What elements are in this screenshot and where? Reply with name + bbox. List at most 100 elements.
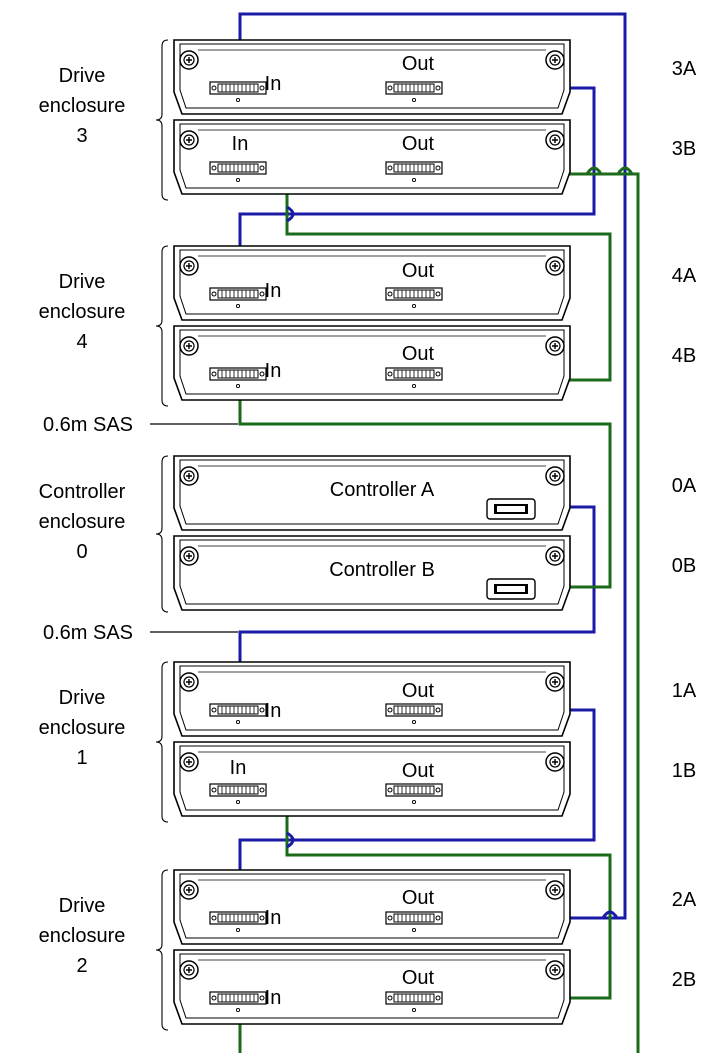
- module-bezel: [179, 873, 565, 939]
- module-chassis: [173, 245, 571, 321]
- port-led-icon: [235, 383, 241, 389]
- thumbscrew-slot-icon: [186, 887, 192, 893]
- thumbscrew-slot-icon: [186, 343, 192, 349]
- module-id-label: 3B: [672, 138, 696, 160]
- port-led-icon: [411, 177, 417, 183]
- module-id-label: 0B: [672, 555, 696, 577]
- thumbscrew-slot-icon: [186, 263, 192, 269]
- sas-port-screw-icon: [387, 707, 393, 713]
- in-port-label: In: [265, 360, 282, 382]
- in-port-label: In: [265, 987, 282, 1009]
- enclosure-module-0a: Controller A: [173, 455, 571, 531]
- group-name-line1: Drive: [59, 65, 106, 87]
- sas-port-screw-icon: [435, 707, 441, 713]
- in-port-label: In: [265, 907, 282, 929]
- sas-port-screw-icon: [435, 787, 441, 793]
- thumbscrew-slot-icon: [552, 473, 558, 479]
- out-port-label: Out: [402, 133, 435, 155]
- module-bezel: [179, 539, 565, 605]
- thumbscrew-slot-icon: [552, 263, 558, 269]
- thumbscrew-slot-icon: [552, 343, 558, 349]
- sas-port-screw-icon: [259, 915, 265, 921]
- module-bezel: [179, 665, 565, 731]
- sas-port-screw-icon: [435, 85, 441, 91]
- group-bracket: [155, 455, 169, 613]
- thumbscrew-slot-icon: [186, 57, 192, 63]
- out-port-label: Out: [402, 887, 435, 909]
- module-id-label: 1B: [672, 760, 696, 782]
- controller-title: Controller B: [329, 559, 435, 581]
- group-name-line1: Drive: [59, 271, 106, 293]
- port-led-icon: [235, 799, 241, 805]
- green-cable-4b-to-ctrl-b: [238, 380, 612, 589]
- group-bracket: [155, 39, 169, 201]
- module-chassis: [173, 661, 571, 737]
- in-port-label: In: [230, 757, 247, 779]
- group-name-line1: Drive: [59, 895, 106, 917]
- host-port-tongue-icon: [497, 586, 525, 592]
- group-number: 4: [76, 331, 87, 353]
- sas-port-screw-icon: [387, 165, 393, 171]
- module-chassis: [173, 949, 571, 1025]
- out-port-label: Out: [402, 680, 435, 702]
- group-name-line2: enclosure: [39, 95, 126, 117]
- thumbscrew-slot-icon: [186, 759, 192, 765]
- sas-port-screw-icon: [387, 915, 393, 921]
- sas-port-screw-icon: [387, 787, 393, 793]
- module-id-label: 1A: [672, 680, 697, 702]
- sas-port-screw-icon: [435, 995, 441, 1001]
- sas-port-screw-icon: [259, 995, 265, 1001]
- enclosure-module-2b: In Out: [173, 949, 571, 1025]
- port-led-icon: [235, 719, 241, 725]
- thumbscrew-slot-icon: [552, 679, 558, 685]
- port-led-icon: [411, 1007, 417, 1013]
- cable-crossing-hop: [601, 910, 619, 919]
- out-port-label: Out: [402, 53, 435, 75]
- out-port-label: Out: [402, 260, 435, 282]
- module-id-label: 4A: [672, 265, 697, 287]
- port-led-icon: [411, 719, 417, 725]
- sas-port-screw-icon: [211, 85, 217, 91]
- port-led-icon: [411, 383, 417, 389]
- module-id-label: 2A: [672, 889, 697, 911]
- module-id-label: 3A: [672, 58, 697, 80]
- module-chassis: [173, 325, 571, 401]
- sas-port-screw-icon: [259, 85, 265, 91]
- module-bezel: [179, 953, 565, 1019]
- out-port-label: Out: [402, 967, 435, 989]
- group-name-line1: Drive: [59, 687, 106, 709]
- port-led-icon: [235, 927, 241, 933]
- module-id-label: 0A: [672, 475, 697, 497]
- cable-length-label: 0.6m SAS: [43, 414, 133, 436]
- sas-port-screw-icon: [259, 707, 265, 713]
- module-bezel: [179, 745, 565, 811]
- module-bezel: [179, 329, 565, 395]
- port-led-icon: [235, 1007, 241, 1013]
- thumbscrew-slot-icon: [552, 553, 558, 559]
- group-bracket: [155, 245, 169, 407]
- thumbscrew-slot-icon: [552, 57, 558, 63]
- thumbscrew-slot-icon: [186, 473, 192, 479]
- in-port-label: In: [265, 280, 282, 302]
- port-led-icon: [411, 927, 417, 933]
- diagram-labels: 3A3B4A4B0A0B1A1B2A2BDriveenclosure3Drive…: [39, 39, 697, 1031]
- sas-port-screw-icon: [211, 787, 217, 793]
- controller-title: Controller A: [330, 479, 435, 501]
- module-bezel: [179, 43, 565, 109]
- group-number: 0: [76, 541, 87, 563]
- group-name-line2: enclosure: [39, 511, 126, 533]
- sas-port-screw-icon: [387, 85, 393, 91]
- sas-port-screw-icon: [259, 787, 265, 793]
- group-name-line2: enclosure: [39, 301, 126, 323]
- enclosure-module-4a: In Out: [173, 245, 571, 321]
- enclosure-module-2a: In Out: [173, 869, 571, 945]
- sas-port-screw-icon: [211, 915, 217, 921]
- thumbscrew-slot-icon: [552, 887, 558, 893]
- sas-port-screw-icon: [435, 915, 441, 921]
- thumbscrew-slot-icon: [186, 679, 192, 685]
